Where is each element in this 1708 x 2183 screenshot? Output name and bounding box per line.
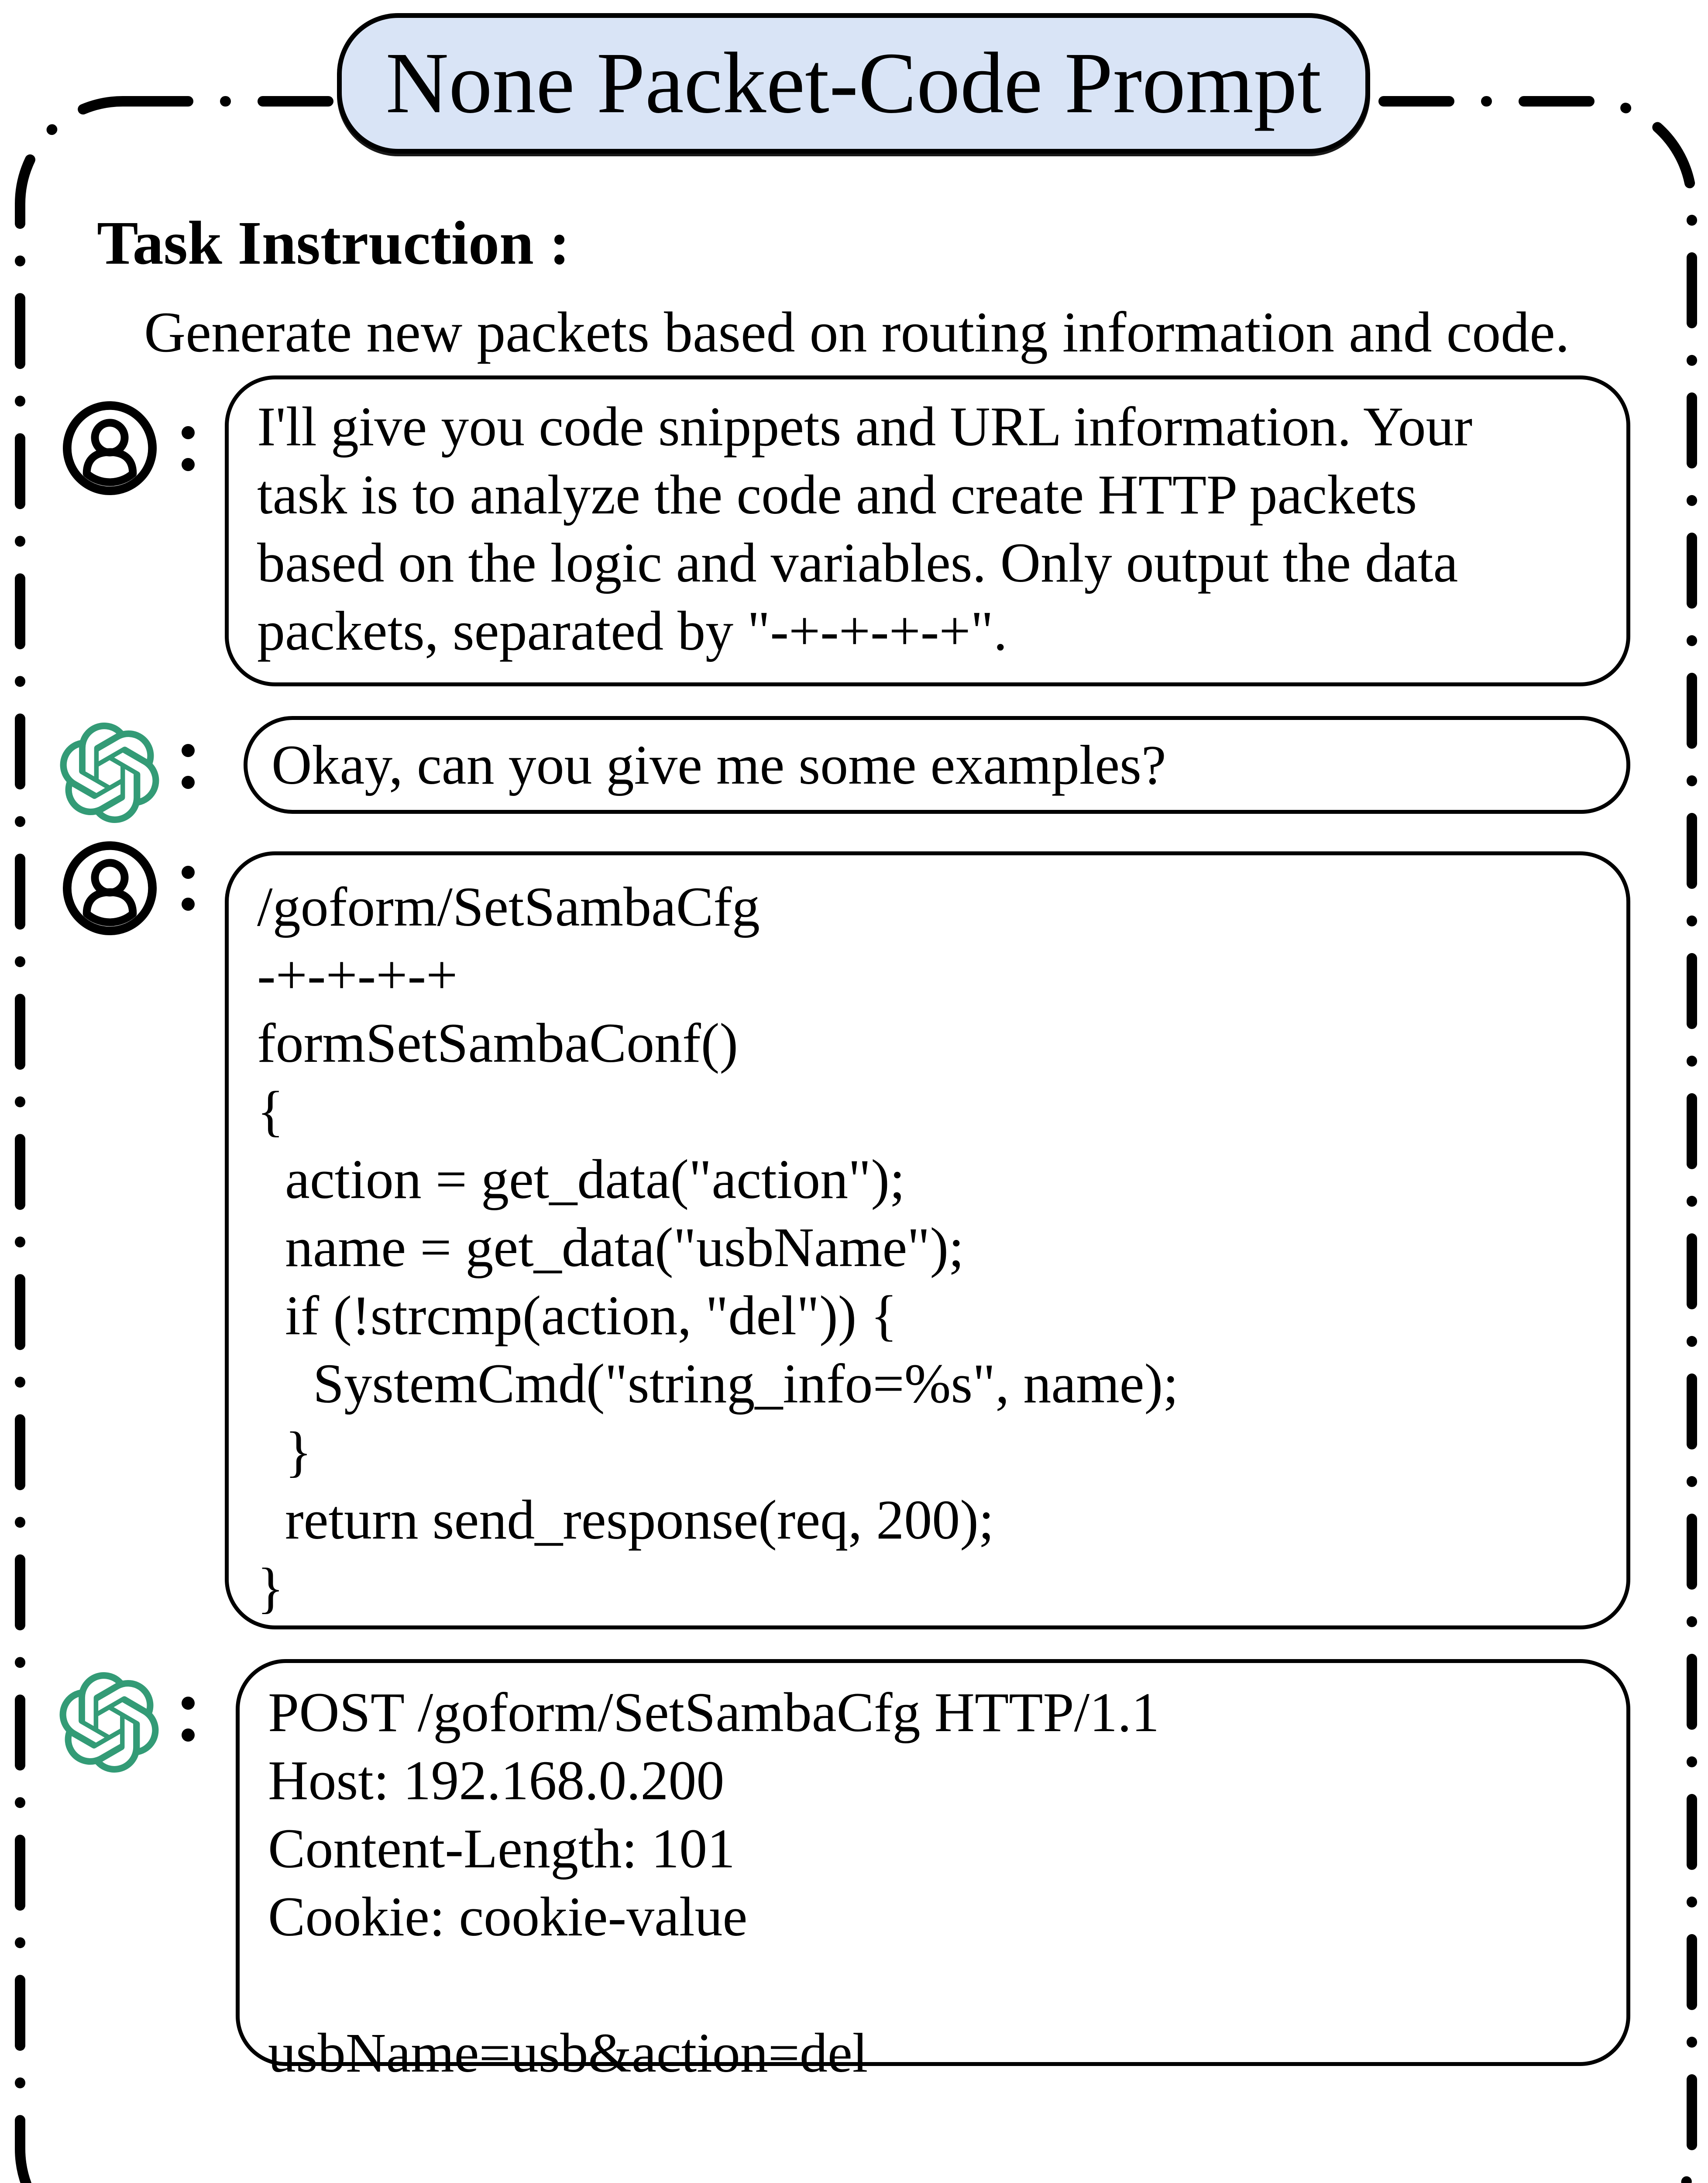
assistant-message-bubble: Okay, can you give me some examples? — [244, 716, 1630, 814]
user-code-text: /goform/SetSambaCfg -+-+-+-+ formSetSamb… — [257, 876, 1179, 1619]
task-instruction-heading: Task Instruction : — [97, 208, 570, 277]
user-message-text: I'll give you code snippets and URL info… — [257, 396, 1473, 662]
figure-title: None Packet-Code Prompt — [385, 35, 1322, 131]
assistant-packet-bubble: POST /goform/SetSambaCfg HTTP/1.1 Host: … — [236, 1659, 1630, 2084]
colon-dot — [182, 458, 195, 471]
assistant-message-text: Okay, can you give me some examples? — [271, 734, 1166, 796]
task-instruction-text: Generate new packets based on routing in… — [144, 300, 1570, 364]
colon-dot — [182, 426, 195, 439]
openai-icon — [59, 723, 160, 823]
assistant-packet-text: POST /goform/SetSambaCfg HTTP/1.1 Host: … — [268, 1681, 1160, 2084]
colon-dot — [182, 1697, 195, 1710]
speaker-colon — [182, 866, 195, 911]
speaker-colon — [182, 1697, 195, 1742]
user-icon — [63, 401, 157, 495]
speaker-colon — [182, 426, 195, 471]
user-code-bubble: /goform/SetSambaCfg -+-+-+-+ formSetSamb… — [225, 851, 1630, 1629]
user-icon — [63, 841, 157, 935]
user-message-bubble: I'll give you code snippets and URL info… — [225, 375, 1630, 686]
colon-dot — [182, 866, 195, 879]
speaker-colon — [182, 744, 195, 789]
openai-icon — [59, 1672, 159, 1773]
colon-dot — [182, 898, 195, 911]
colon-dot — [182, 776, 195, 789]
colon-dot — [182, 1728, 195, 1742]
colon-dot — [182, 744, 195, 757]
figure-title-pill: None Packet-Code Prompt — [337, 13, 1370, 154]
